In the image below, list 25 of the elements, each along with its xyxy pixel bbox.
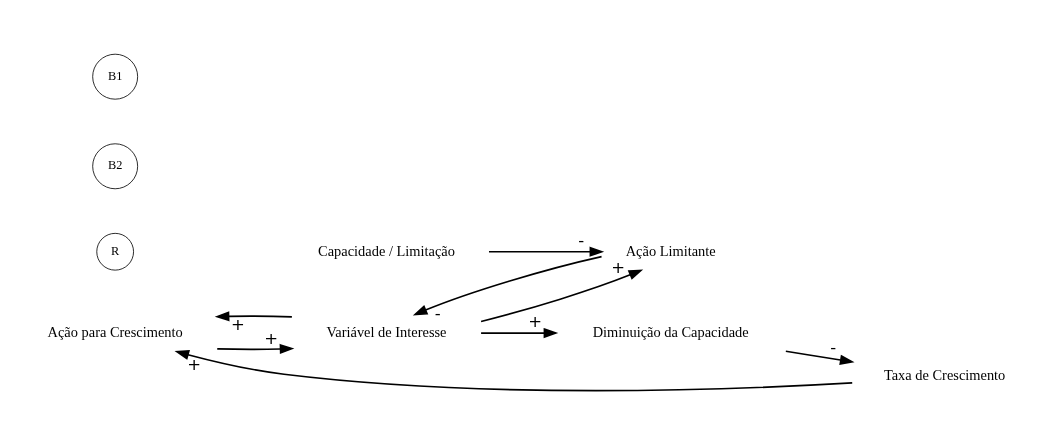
label: B1 xyxy=(107,68,123,83)
node-text: Diminuição da Capacidade xyxy=(592,323,749,340)
node-text: Variável de Interesse xyxy=(326,323,447,340)
arrow xyxy=(412,255,603,316)
label: R xyxy=(111,243,120,258)
arrow xyxy=(785,349,855,365)
edge-label: + xyxy=(231,314,245,334)
arrow xyxy=(488,246,605,257)
edge-label: - xyxy=(830,337,837,357)
node-text: Taxa de Crescimento xyxy=(883,366,1006,383)
edge-label: + xyxy=(187,354,202,374)
edge-label: + xyxy=(611,257,626,277)
edge-label: + xyxy=(264,328,278,348)
node-text: Ação Limitante xyxy=(625,242,716,259)
edge-label: - xyxy=(578,230,585,250)
arrow xyxy=(174,349,854,391)
node-text: Ação para Crescimento xyxy=(47,323,183,340)
label: B2 xyxy=(107,157,123,172)
arrow xyxy=(480,268,644,322)
arrow xyxy=(216,343,295,354)
node-text: Capacidade / Limitação xyxy=(318,242,455,259)
edge-label: + xyxy=(528,311,543,331)
arrow xyxy=(480,327,559,338)
edge-label: - xyxy=(434,303,441,323)
arrow xyxy=(214,310,293,321)
